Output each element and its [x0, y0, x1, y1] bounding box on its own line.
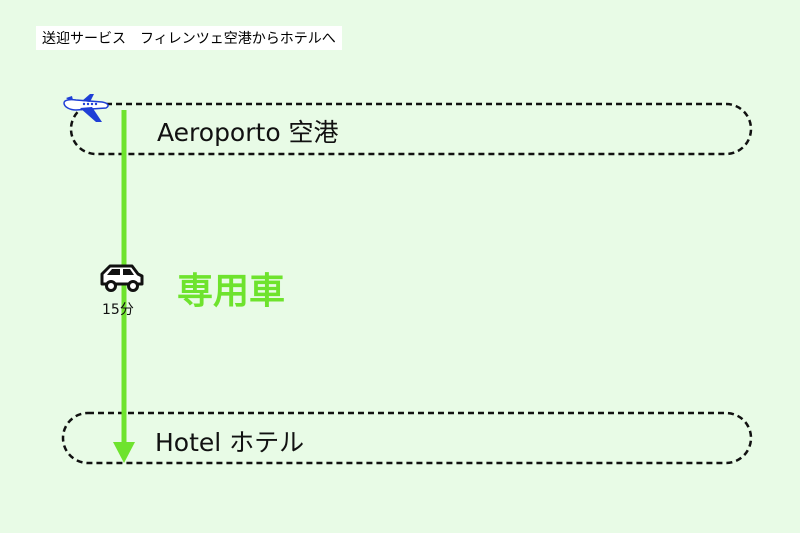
destination-label: Hotel ホテル [155, 428, 305, 457]
airplane-icon [63, 94, 109, 122]
destination-stop-box [61, 411, 753, 465]
origin-stop-box [69, 102, 753, 156]
transport-label: 専用車 [177, 271, 286, 312]
duration-label: 15分 [102, 302, 134, 318]
diagram-title: 送迎サービス フィレンツェ空港からホテルへ [36, 26, 342, 50]
car-icon [100, 264, 144, 292]
origin-label: Aeroporto 空港 [157, 118, 339, 147]
